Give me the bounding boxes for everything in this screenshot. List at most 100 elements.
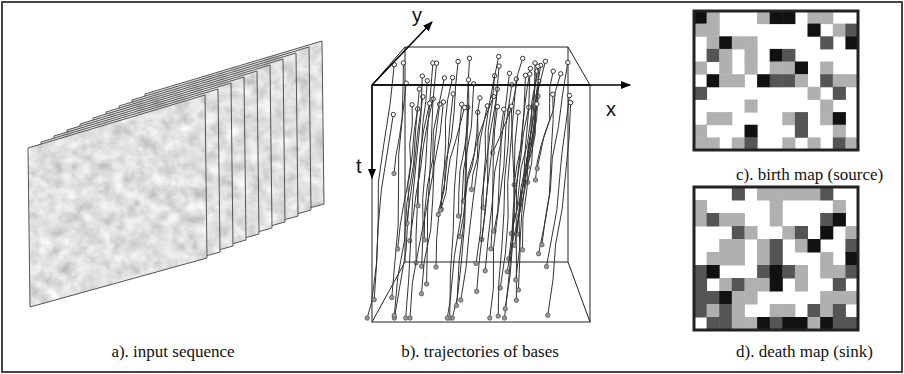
trajectory-start [528, 72, 532, 76]
map-cell [770, 11, 783, 24]
trajectory [511, 61, 545, 233]
trajectory-start [521, 56, 525, 60]
map-cell [707, 252, 720, 266]
map-cell [795, 278, 808, 292]
map-cell [694, 304, 707, 318]
trajectory-start [568, 100, 572, 104]
map-cell [707, 213, 720, 227]
trajectory-start [467, 56, 471, 60]
map-cell [745, 100, 758, 113]
map-cell [820, 291, 833, 305]
trajectory-end [456, 214, 460, 218]
map-cell [833, 317, 846, 331]
map-cell [707, 317, 720, 331]
trajectory-end [502, 316, 506, 320]
trajectory-end [438, 208, 442, 212]
trajectory-end [475, 289, 479, 293]
map-cell [808, 87, 821, 100]
trajectory-end [422, 238, 426, 242]
map-cell [782, 187, 795, 201]
trajectory-start [559, 72, 563, 76]
trajectory-end [436, 212, 440, 216]
map-cell [770, 49, 783, 62]
map-cell [707, 11, 720, 24]
map-cell [782, 226, 795, 240]
map-cell [694, 278, 707, 292]
map-cell [770, 265, 783, 279]
trajectory-end [404, 316, 408, 320]
trajectory-start [533, 61, 537, 65]
trajectory [394, 63, 403, 174]
map-cell [707, 291, 720, 305]
map-cell [732, 278, 745, 292]
trajectory [523, 63, 536, 250]
trajectory-volume [372, 47, 590, 322]
map-cell [707, 74, 720, 87]
map-cell [694, 62, 707, 75]
trajectory-start [427, 101, 431, 105]
map-cell [732, 252, 745, 266]
trajectory-start [420, 74, 424, 78]
trajectory-start [442, 76, 446, 80]
map-cell [719, 252, 732, 266]
map-cell [719, 239, 732, 253]
trajectory-end [540, 243, 544, 247]
trajectory [539, 63, 568, 254]
map-cell [808, 239, 821, 253]
map-cell [707, 304, 720, 318]
map-cell [833, 278, 846, 292]
map-cell [808, 11, 821, 24]
trajectory [427, 63, 437, 284]
trajectory-start [523, 73, 527, 77]
trajectory-end [439, 207, 443, 211]
trajectory-end [514, 298, 518, 302]
trajectory-start [410, 103, 414, 107]
trajectory [460, 112, 478, 236]
panel-caption: b). trajectories of bases [401, 343, 559, 362]
map-cell [770, 317, 783, 331]
trajectory [505, 106, 515, 318]
trajectory [447, 84, 473, 318]
trajectory [494, 109, 504, 231]
map-cell [732, 239, 745, 253]
trajectory-end [459, 298, 463, 302]
trajectory-start [543, 59, 547, 63]
trajectory-end [536, 252, 540, 256]
map-cell [782, 112, 795, 125]
trajectory-end [392, 171, 396, 175]
trajectory-start [535, 102, 539, 106]
map-cell [795, 62, 808, 75]
trajectory-end [546, 313, 550, 317]
trajectory-end [434, 265, 438, 269]
map-cell [820, 74, 833, 87]
map-cell [820, 62, 833, 75]
trajectory-start [401, 61, 405, 65]
map-cell [732, 74, 745, 87]
map-cell [820, 304, 833, 318]
map-cell [820, 226, 833, 240]
trajectory-start [478, 96, 482, 100]
map-cell [770, 239, 783, 253]
map-cell [808, 187, 821, 201]
trajectory-end [544, 264, 548, 268]
trajectory-end [408, 239, 412, 243]
trajectory-end [419, 292, 423, 296]
map-cell [757, 11, 770, 24]
map-cell [782, 11, 795, 24]
map-cell [694, 213, 707, 227]
map-cell [757, 239, 770, 253]
trajectory [394, 89, 419, 316]
map-cell [820, 265, 833, 279]
trajectory-start [450, 75, 454, 79]
map-cell [732, 187, 745, 201]
trajectory-start [502, 107, 506, 111]
trajectory-start [514, 77, 518, 81]
trajectory [505, 112, 518, 308]
trajectory [374, 65, 394, 300]
map-cell [745, 125, 758, 138]
map-cell [757, 265, 770, 279]
map-cell [795, 74, 808, 87]
map-cell [707, 49, 720, 62]
map-cell [719, 291, 732, 305]
